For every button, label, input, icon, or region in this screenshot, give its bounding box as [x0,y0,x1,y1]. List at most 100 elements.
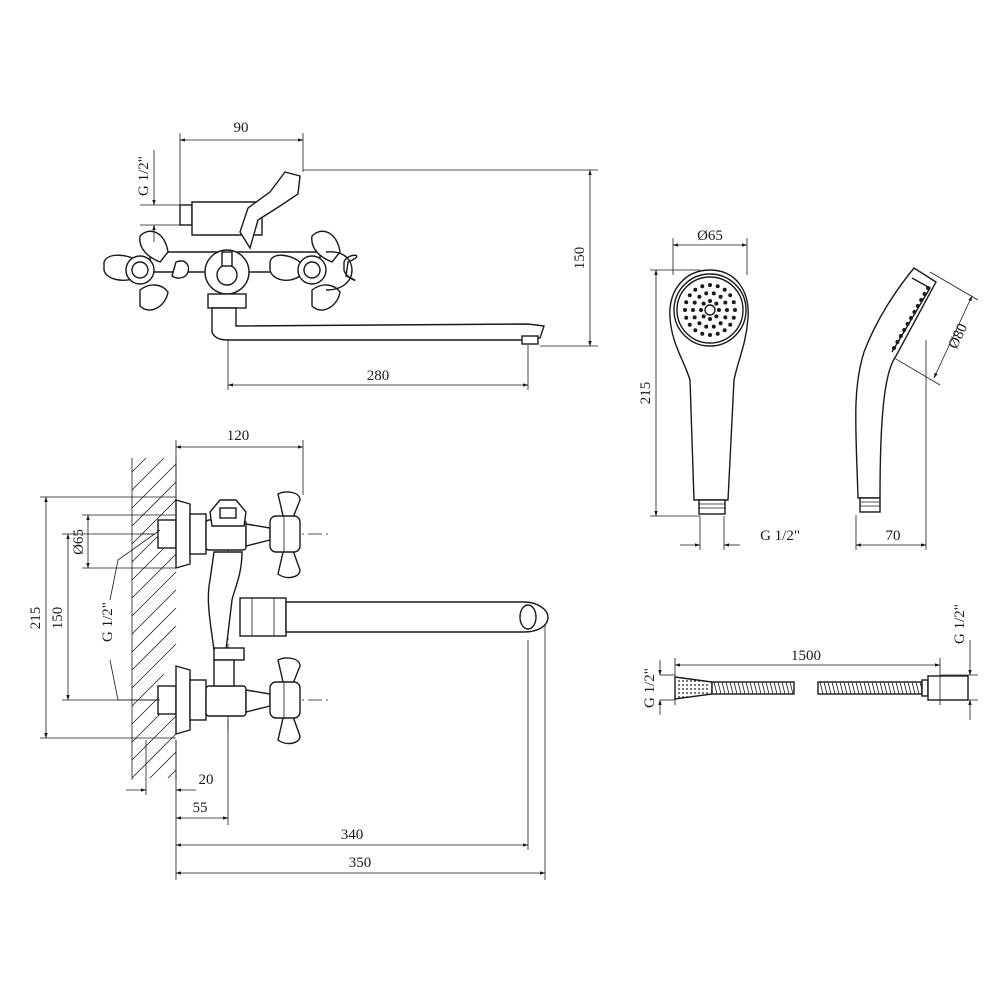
knurl-dot [702,692,704,694]
coil [713,681,718,695]
dim-215-shower: 215 [638,382,654,405]
dim-340: 340 [341,827,364,843]
side-nozzle [909,316,913,320]
spout-collar [239,597,287,637]
upper-eccentric [189,513,207,555]
coil [729,681,734,695]
shower-side-body [855,267,937,499]
dim-g12-front: G 1/2" [100,602,116,642]
knurl-dot [698,684,700,686]
side-nozzle [919,298,924,302]
coil [725,681,730,695]
coil [859,681,864,695]
side-nozzle [895,340,900,344]
coil [907,681,912,695]
coil [883,681,888,695]
knurl-dot [706,688,708,690]
nozzle [725,308,729,312]
shower-head-face [673,273,747,347]
dim-g12-top: G 1/2" [136,156,152,196]
knurl-dot [682,684,684,686]
shower-head-thread [698,499,726,515]
hose-right-nut [927,675,969,701]
nozzle [704,291,709,296]
upper-inlet-thread [157,519,177,549]
knurl-dot [690,688,692,690]
side-nozzle [915,304,920,308]
knurl-dot [706,692,708,694]
dim-55: 55 [193,800,208,816]
top-left-cross-handle [103,230,190,311]
nozzle [711,291,716,296]
lower-inlet-thread [157,685,177,715]
knurl-dot [678,684,680,686]
nozzle [697,294,702,299]
dim-215-front: 215 [28,607,44,630]
coil [871,681,876,695]
shower-nozzles [683,283,737,337]
lower-flange [175,665,191,735]
dim-d65-front: Ø65 [71,529,87,555]
coil [895,681,900,695]
coil [863,681,868,695]
shower-hose: 1500 G 1/2" G 1/2" [642,604,978,720]
lower-eccentric [189,679,207,721]
coil [757,681,762,695]
dim-150-front: 150 [50,607,66,630]
nozzle [691,308,695,312]
nozzle [731,315,736,320]
coil [911,681,916,695]
coil [887,681,892,695]
nozzle [684,315,689,320]
coil [879,681,884,695]
knurl-dot [690,680,692,682]
coil [867,681,872,695]
coil [781,681,786,695]
side-nozzle [902,328,907,332]
coil [915,681,920,695]
coil [903,681,908,695]
front-spout-tip [519,604,537,630]
dim-1500: 1500 [791,648,821,664]
knurl-dot [702,688,704,690]
nozzle [723,300,728,305]
coil [899,681,904,695]
nozzle [722,287,727,292]
dim-g12-shower: G 1/2" [760,528,800,544]
nozzle [728,322,733,327]
knurl-dot [682,692,684,694]
knurl-dot [686,684,688,686]
knurl-dot [702,684,704,686]
knurl-dot [698,688,700,690]
knurl-dot [706,684,708,686]
nozzle [717,308,721,312]
top-lever-handle [239,171,301,250]
nozzle [701,314,706,319]
dim-120: 120 [227,428,250,444]
nozzle [684,300,689,305]
upper-handle-hub [269,515,301,553]
front-view-mixer: 120 215 150 Ø65 G 1/2" 20 55 340 350 [28,428,550,880]
lower-nut [213,647,245,661]
side-nozzle [912,310,917,314]
nozzle [700,331,705,336]
top-thread [179,204,193,226]
nozzle [715,331,720,336]
nozzle [733,308,737,312]
knurl-dot [686,692,688,694]
dim-20: 20 [199,772,214,788]
coil [761,681,766,695]
nozzle [723,315,728,320]
coil [831,681,836,695]
side-nozzle [922,292,927,296]
side-nozzle [926,286,930,290]
coil [749,681,754,695]
coil [891,681,896,695]
knurl-dot [702,680,704,682]
side-nozzle [898,334,903,338]
coil [721,681,726,695]
dim-g12-hose-right: G 1/2" [952,604,968,644]
knurl-dot [698,692,700,694]
upper-flange [175,499,191,569]
